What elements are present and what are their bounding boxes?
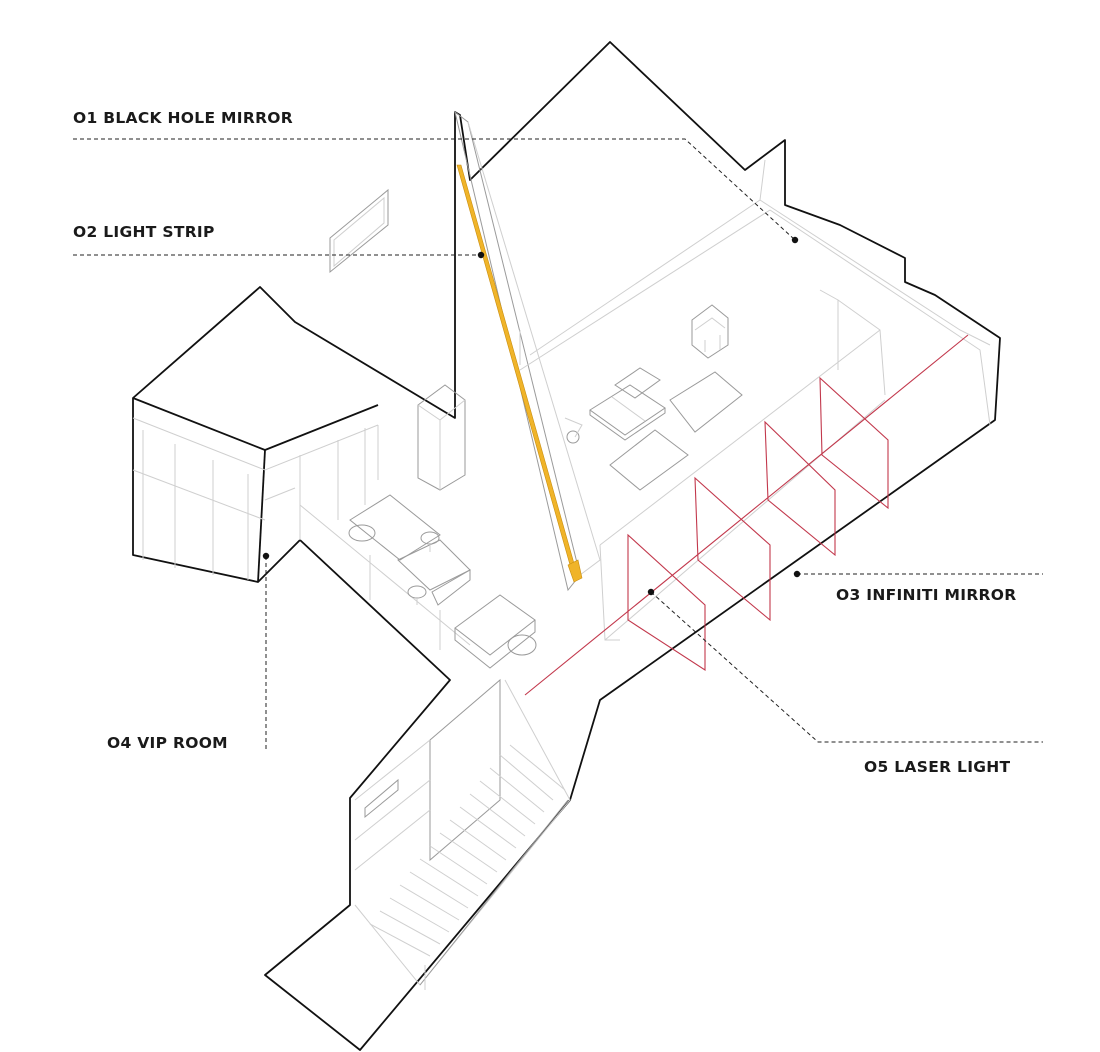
building-outline — [132, 41, 1001, 1051]
leader-dot-light-strip — [477, 251, 485, 259]
leader-black-hole-mirror — [73, 138, 796, 241]
furniture — [564, 304, 743, 491]
leaders — [73, 138, 1043, 752]
laser-plane-2 — [694, 476, 771, 622]
window-panel — [329, 188, 389, 274]
lounge-area — [299, 494, 537, 669]
black-hole-mirror-wall — [454, 110, 601, 592]
light-strip — [456, 164, 583, 583]
laser-plane-1 — [627, 533, 706, 672]
vip-room-box — [132, 417, 379, 580]
staircase — [354, 678, 571, 990]
leader-dot-laser-light — [647, 588, 655, 596]
laser-plane-4 — [819, 376, 889, 510]
label-light-strip: O2 LIGHT STRIP — [73, 223, 215, 241]
leader-dot-vip-room — [262, 552, 270, 560]
leader-dot-black-hole-mirror — [791, 236, 799, 244]
label-black-hole-mirror: O1 BLACK HOLE MIRROR — [73, 109, 294, 127]
laser-planes — [524, 334, 969, 696]
label-infiniti-mirror: O3 INFINITI MIRROR — [836, 586, 1017, 604]
leader-laser-light — [650, 591, 1043, 743]
laser-beam — [524, 334, 969, 696]
leader-dot-infiniti-mirror — [793, 570, 801, 578]
column — [417, 384, 466, 491]
laser-plane-3 — [764, 420, 836, 557]
back-walls — [519, 159, 991, 641]
label-vip-room: O4 VIP ROOM — [107, 734, 228, 752]
label-laser-light: O5 LASER LIGHT — [864, 758, 1011, 776]
